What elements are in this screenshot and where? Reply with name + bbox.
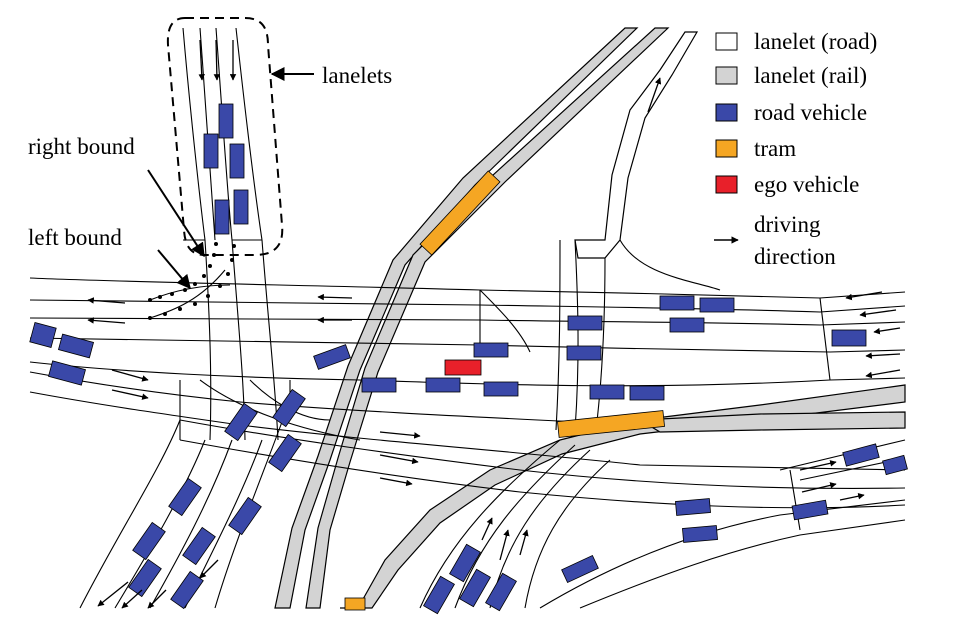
driving-direction-arrow-icon <box>147 589 167 609</box>
road-vehicle <box>449 543 481 583</box>
road-vehicle <box>791 499 829 521</box>
driving-direction-arrow-icon <box>845 291 883 301</box>
legend-label-ego: ego vehicle <box>754 172 859 197</box>
driving-direction-arrow-icon <box>87 297 126 304</box>
road-vehicle <box>699 297 735 313</box>
legend-swatch-rail <box>715 66 738 85</box>
road-vehicle <box>203 133 219 169</box>
driving-direction-arrow-icon <box>379 477 413 487</box>
driving-direction-arrow-icon <box>647 77 662 113</box>
driving-direction-arrow-icon <box>859 309 897 318</box>
driving-direction-arrow-icon <box>481 517 493 541</box>
road-vehicle <box>218 103 234 139</box>
road-vehicle <box>561 554 599 584</box>
driving-direction-arrow-icon <box>97 581 129 607</box>
driving-direction-arrow-icon <box>198 39 205 81</box>
driving-direction-arrow-icon <box>111 389 149 400</box>
legend-label-vehicle: road vehicle <box>754 100 867 125</box>
driving-direction-arrow-icon <box>379 454 419 465</box>
road-vehicle <box>566 345 602 361</box>
road-vehicle <box>182 526 216 566</box>
road-vehicle <box>224 402 258 442</box>
tram <box>557 410 665 438</box>
road-vehicle <box>675 498 711 516</box>
legend: lanelet (road) lanelet (rail) road vehic… <box>714 29 877 269</box>
road-vehicle <box>57 333 95 359</box>
road-vehicle <box>483 381 519 397</box>
rail-lanelet <box>305 27 670 609</box>
road-vehicle <box>214 199 230 235</box>
trams <box>344 170 665 611</box>
road-vehicle <box>233 189 249 225</box>
driving-direction-arrow-icon <box>213 39 221 81</box>
road-vehicle <box>228 496 262 536</box>
legend-swatch-tram <box>715 139 738 158</box>
driving-direction-arrow-icon <box>865 369 901 379</box>
road-vehicle <box>882 454 908 476</box>
legend-label-tram: tram <box>754 136 796 161</box>
legend-label-road: lanelet (road) <box>754 29 877 54</box>
legend-swatch-vehicle <box>715 103 738 122</box>
driving-direction-arrows <box>87 39 901 609</box>
road-vehicles <box>29 103 908 615</box>
annotation-pointers <box>147 67 314 290</box>
road-vehicle <box>485 572 517 612</box>
driving-direction-arrow-icon <box>799 460 837 471</box>
ego-vehicle <box>444 359 482 376</box>
driving-direction-arrow-icon <box>317 293 353 301</box>
road-vehicle <box>423 575 455 615</box>
road-vehicle <box>229 143 245 179</box>
legend-label-driving: driving <box>754 212 821 237</box>
road-vehicle <box>48 360 86 386</box>
road-vehicle <box>29 322 57 348</box>
driving-direction-arrow-icon <box>873 327 901 335</box>
road-vehicle <box>272 388 306 428</box>
driving-direction-arrow-icon <box>839 493 865 501</box>
driving-direction-arrow-icon <box>379 431 421 439</box>
road-vehicle <box>589 384 625 400</box>
road-vehicle <box>659 295 695 311</box>
legend-label-direction: direction <box>754 244 836 269</box>
driving-direction-arrow-icon <box>865 352 901 359</box>
tram <box>344 597 366 611</box>
road-vehicle <box>425 377 461 393</box>
road-vehicle <box>567 315 603 331</box>
road-vehicle <box>629 385 665 401</box>
road-vehicle <box>268 433 302 473</box>
rail-lanelet <box>637 411 906 433</box>
road-vehicle <box>168 477 202 517</box>
road-vehicle <box>682 525 718 543</box>
bound-points <box>148 242 236 320</box>
road-vehicle <box>459 568 491 608</box>
road-vehicle <box>831 329 867 347</box>
legend-swatch-road <box>715 32 738 51</box>
road-vehicle <box>132 521 166 561</box>
driving-direction-arrow-icon <box>87 317 126 324</box>
rail-lanelet <box>574 31 699 259</box>
tram <box>419 170 501 256</box>
road-vehicle <box>170 570 204 610</box>
driving-direction-arrow-icon <box>121 589 143 609</box>
legend-label-rail: lanelet (rail) <box>754 63 867 88</box>
road-vehicle <box>473 342 509 358</box>
legend-swatch-ego <box>715 175 738 194</box>
lanelets-label: lanelets <box>322 63 392 88</box>
road-vehicle <box>361 377 397 393</box>
left-bound-label: left bound <box>28 225 122 250</box>
right-bound-label: right bound <box>28 134 135 159</box>
driving-direction-arrow-icon <box>499 529 510 561</box>
road-vehicle <box>669 317 705 333</box>
road-vehicle <box>313 344 351 370</box>
road-vehicle <box>128 558 162 598</box>
driving-direction-arrow-icon <box>519 529 529 556</box>
driving-direction-arrow-icon <box>801 482 837 493</box>
driving-direction-arrow-icon <box>111 369 149 382</box>
driving-direction-arrow-icon <box>199 559 219 579</box>
road-vehicle <box>842 443 880 467</box>
